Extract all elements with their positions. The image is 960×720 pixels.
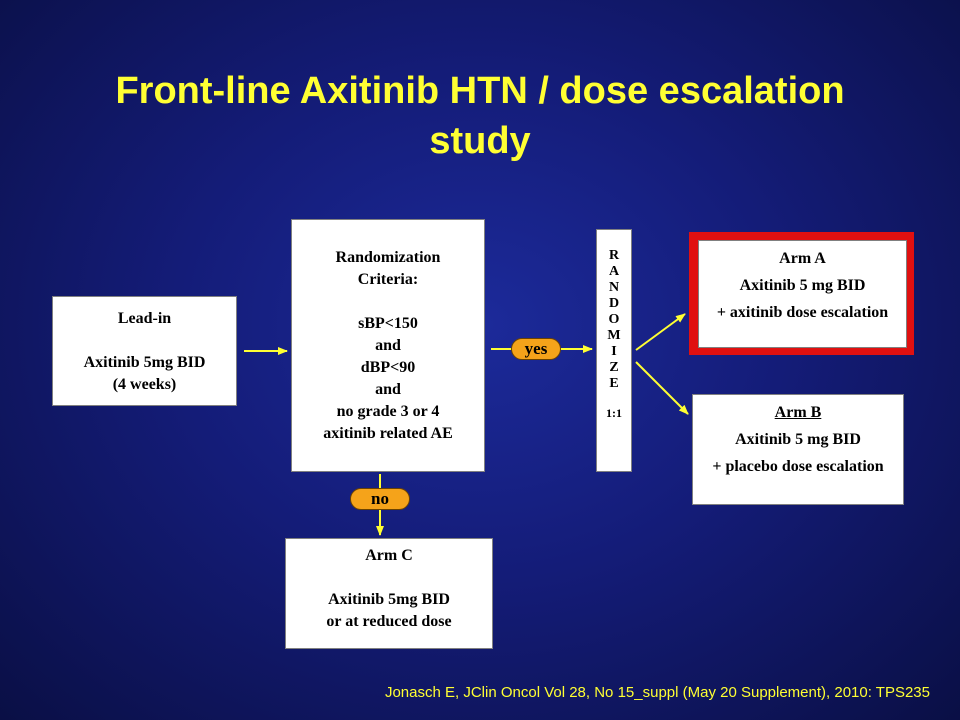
randomize-letter: R: [608, 248, 620, 263]
arm-c-heading: Arm C: [365, 547, 413, 564]
arm-c-line-1: Axitinib 5mg BID: [328, 591, 450, 608]
lead-in-line-2: (4 weeks): [112, 376, 177, 393]
lead-in-heading: Lead-in: [117, 310, 172, 327]
yes-label: yes: [511, 338, 561, 360]
randomization-criteria-box: Randomization Criteria: sBP<150 and dBP<…: [291, 219, 485, 472]
arrow-randomize-to-arm-a: [635, 313, 686, 351]
criteria-line-2: Criteria:: [357, 271, 419, 288]
criteria-line-7: no grade 3 or 4: [336, 403, 440, 420]
no-label: no: [350, 488, 410, 510]
randomize-letter: N: [608, 280, 620, 295]
lead-in-box: Lead-in Axitinib 5mg BID (4 weeks): [52, 296, 237, 406]
citation: Jonasch E, JClin Oncol Vol 28, No 15_sup…: [384, 684, 930, 701]
randomize-letter: M: [607, 328, 621, 343]
slide-title: Front-line Axitinib HTN / dose escalatio…: [40, 66, 920, 166]
arm-c-box: Arm C Axitinib 5mg BID or at reduced dos…: [285, 538, 493, 649]
criteria-line-5: dBP<90: [360, 359, 416, 376]
criteria-line-1: Randomization: [335, 249, 441, 266]
title-line-2: study: [429, 120, 531, 162]
randomize-letter: I: [611, 344, 617, 359]
randomize-letter: Z: [609, 360, 619, 375]
arm-c-line-2: or at reduced dose: [326, 613, 452, 630]
arm-a-box: Arm A Axitinib 5 mg BID + axitinib dose …: [698, 240, 907, 348]
arm-b-box: Arm B Axitinib 5 mg BID + placebo dose e…: [692, 394, 904, 505]
arm-a-line-1: Axitinib 5 mg BID: [739, 277, 866, 294]
randomize-ratio: 1:1: [606, 406, 622, 420]
criteria-line-3: sBP<150: [358, 315, 418, 332]
arm-a-line-2: + axitinib dose escalation: [716, 304, 889, 321]
randomize-box: R A N D O M I Z E 1:1: [596, 229, 632, 472]
criteria-line-8: axitinib related AE: [323, 425, 453, 442]
criteria-line-6: and: [375, 381, 401, 398]
arm-a-heading: Arm A: [779, 250, 826, 267]
criteria-line-4: and: [375, 337, 401, 354]
lead-in-line-1: Axitinib 5mg BID: [83, 354, 206, 371]
title-line-1: Front-line Axitinib HTN / dose escalatio…: [115, 70, 845, 112]
arrow-randomize-to-arm-b: [635, 361, 689, 415]
randomize-letter: D: [608, 296, 620, 311]
randomize-letter: O: [608, 312, 620, 327]
randomize-letter: E: [609, 376, 619, 391]
arm-b-heading: Arm B: [774, 404, 822, 421]
randomize-letter: A: [608, 264, 620, 279]
arm-b-line-1: Axitinib 5 mg BID: [735, 431, 861, 448]
arm-b-line-2: + placebo dose escalation: [712, 458, 884, 475]
